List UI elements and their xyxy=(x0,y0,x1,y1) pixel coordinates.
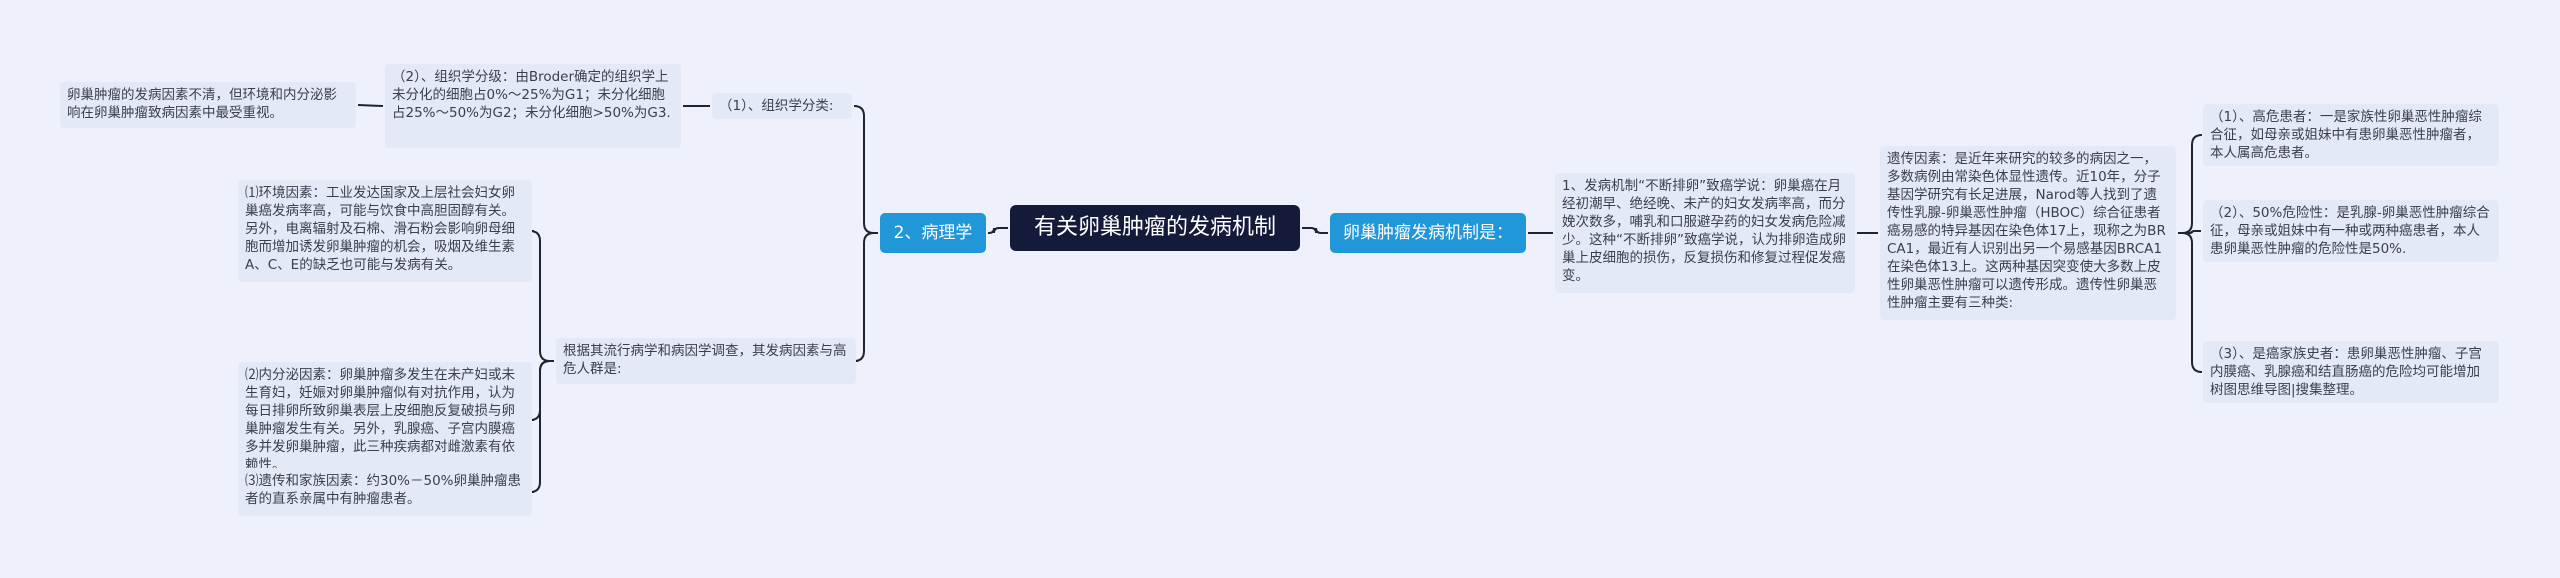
link-genetic-0 xyxy=(2178,134,2203,234)
link-root-left-0 xyxy=(988,227,1008,234)
topic-high-risk-patients[interactable]: （1）、高危患者：一是家族性卵巢恶性肿瘤综合征，如母亲或姐妹中有患卵巢恶性肿瘤者… xyxy=(2203,104,2499,166)
topic-environmental-factors[interactable]: ⑴环境因素：工业发达国家及上层社会妇女卵巢癌发病率高，可能与饮食中高胆固醇有关。… xyxy=(238,180,532,282)
topic-histological-classification[interactable]: （1）、组织学分类: xyxy=(712,93,852,119)
topic-risk-factors[interactable]: 根据其流行病学和病因学调查，其发病因素与高危人群是: xyxy=(556,338,856,384)
branch-pathogenesis[interactable]: 卵巢肿瘤发病机制是： xyxy=(1330,213,1526,253)
topic-histological-grading[interactable]: （2）、组织学分级：由Broder确定的组织学上未分化的细胞占0%～25%为G1… xyxy=(385,64,681,148)
link-genetic-2 xyxy=(2178,232,2203,373)
link-root-right-0 xyxy=(1302,227,1328,234)
link-pathology-1 xyxy=(853,232,878,362)
topic-endocrine-factors[interactable]: ⑵内分泌因素：卵巢肿瘤多发生在未产妇或未生育妇，妊娠对卵巢肿瘤似有对抗作用，认为… xyxy=(238,362,532,478)
link-risk-factors-0 xyxy=(529,230,554,362)
link-risk-factors-1 xyxy=(529,360,554,421)
root-topic[interactable]: 有关卵巢肿瘤的发病机制 xyxy=(1010,205,1300,251)
link-grading-0 xyxy=(357,104,384,107)
branch-pathology[interactable]: 2、病理学 xyxy=(880,213,986,253)
topic-etiology-unclear[interactable]: 卵巢肿瘤的发病因素不清，但环境和内分泌影响在卵巢肿瘤致病因素中最受重视。 xyxy=(60,82,356,128)
link-genetic-1 xyxy=(2178,230,2201,234)
topic-fifty-percent-risk[interactable]: （2）、50%危险性：是乳腺-卵巢恶性肿瘤综合征，母亲或姐妹中有一种或两种癌患者… xyxy=(2203,200,2499,262)
topic-incessant-ovulation-theory[interactable]: 1、发病机制“不断排卵”致癌学说：卵巢癌在月经初潮早、绝经晚、未产的妇女发病率高… xyxy=(1555,173,1855,293)
topic-genetic-family-factors[interactable]: ⑶遗传和家族因素：约30%－50%卵巢肿瘤患者的直系亲属中有肿瘤患者。 xyxy=(238,468,532,516)
topic-cancer-family-history[interactable]: （3）、是癌家族史者：患卵巢恶性肿瘤、子宫内膜癌、乳腺癌和结直肠癌的危险均可能增… xyxy=(2203,341,2499,403)
link-risk-factors-2 xyxy=(529,360,554,493)
link-pathology-0 xyxy=(853,105,878,234)
topic-genetic-factors[interactable]: 遗传因素：是近年来研究的较多的病因之一，多数病例由常染色体显性遗传。近10年，分… xyxy=(1880,146,2176,320)
